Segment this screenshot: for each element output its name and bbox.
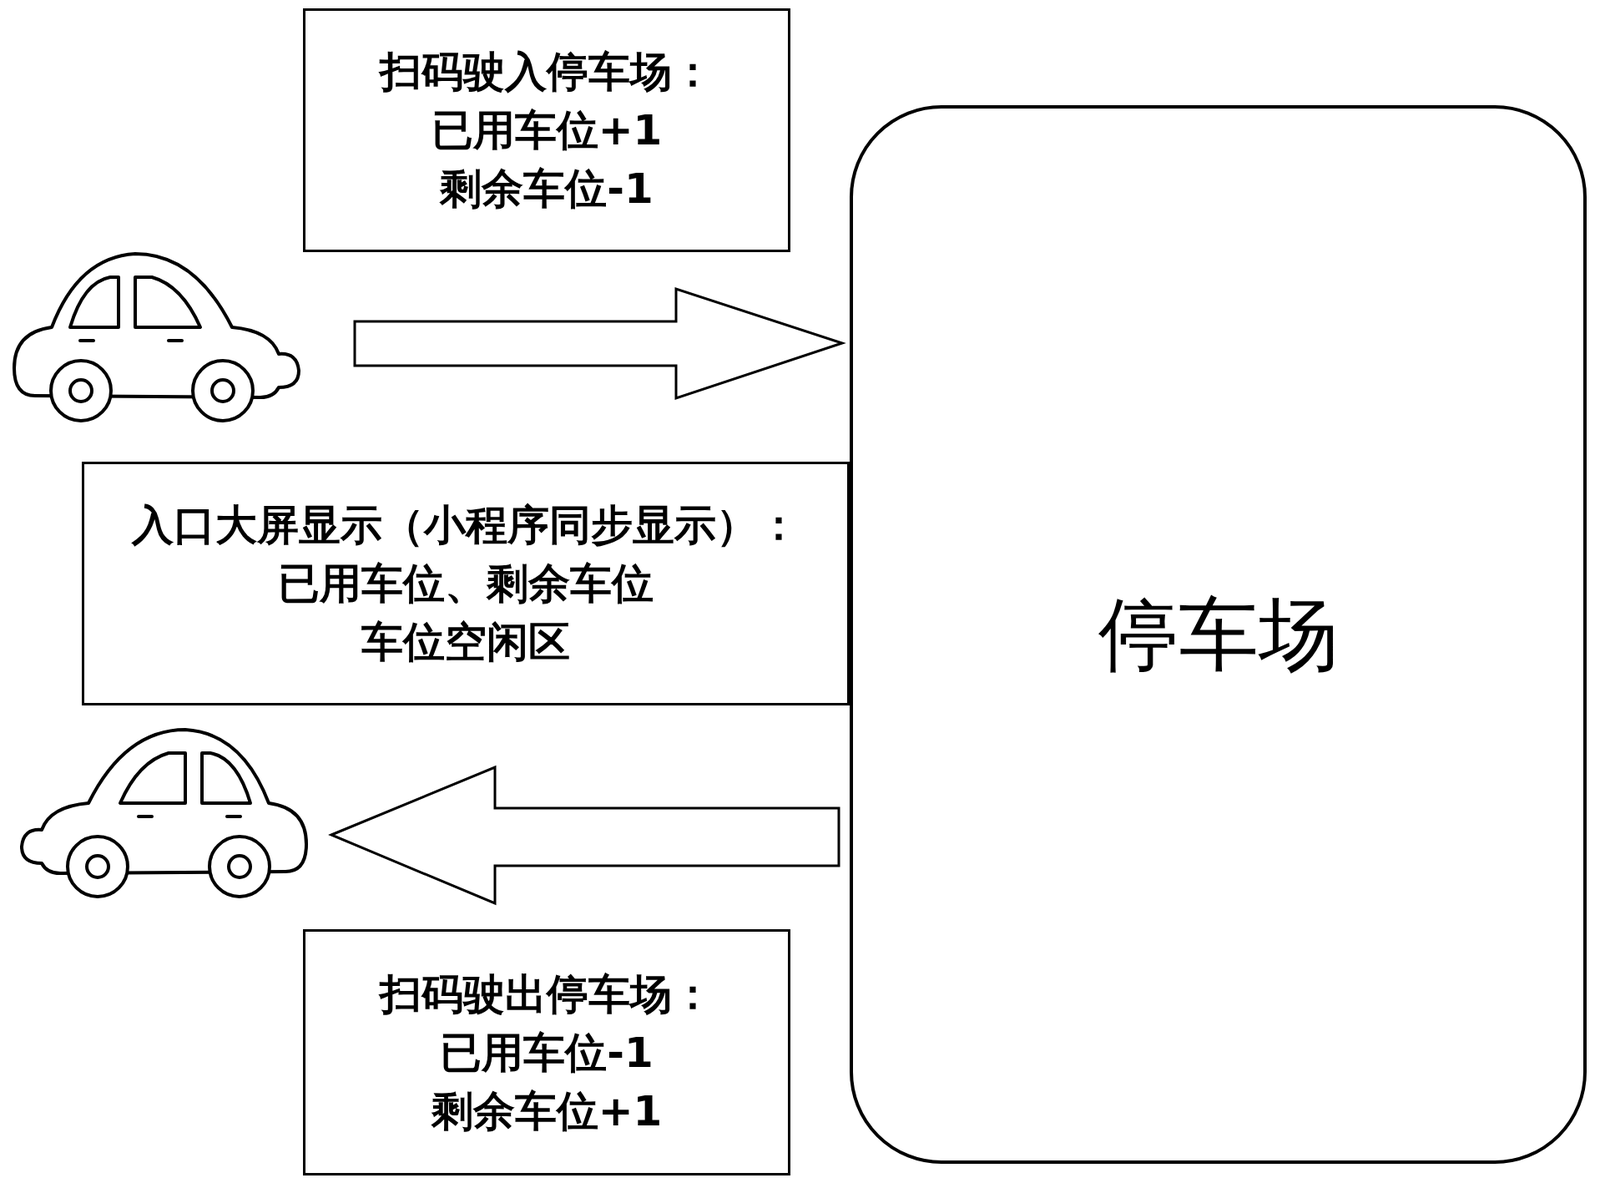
node-heading: 扫码驶入停车场： bbox=[379, 42, 714, 101]
parking-lot: 停车场 bbox=[849, 105, 1587, 1164]
node-text: 已用车位+1 bbox=[431, 100, 663, 160]
car-entering bbox=[14, 253, 299, 421]
entry-info-box: 扫码驶入停车场：已用车位+1剩余车位-1 bbox=[302, 8, 791, 253]
node-heading: 入口大屏显示（小程序同步显示）： bbox=[131, 495, 800, 555]
display-info-box: 入口大屏显示（小程序同步显示）：已用车位、剩余车位车位空闲区 bbox=[81, 461, 850, 706]
entry-arrow bbox=[354, 288, 843, 399]
node-heading: 扫码驶出停车场： bbox=[379, 964, 714, 1024]
node-text: 剩余车位-1 bbox=[439, 159, 654, 218]
node-heading: 停车场 bbox=[1098, 588, 1339, 681]
exit-arrow bbox=[331, 767, 839, 904]
node-text: 已用车位-1 bbox=[439, 1023, 654, 1082]
node-text: 已用车位、剩余车位 bbox=[277, 554, 654, 613]
exit-info-box: 扫码驶出停车场：已用车位-1剩余车位+1 bbox=[302, 928, 791, 1176]
node-text: 剩余车位+1 bbox=[431, 1081, 663, 1141]
car-leaving bbox=[21, 729, 307, 897]
node-text: 车位空闲区 bbox=[361, 612, 571, 672]
